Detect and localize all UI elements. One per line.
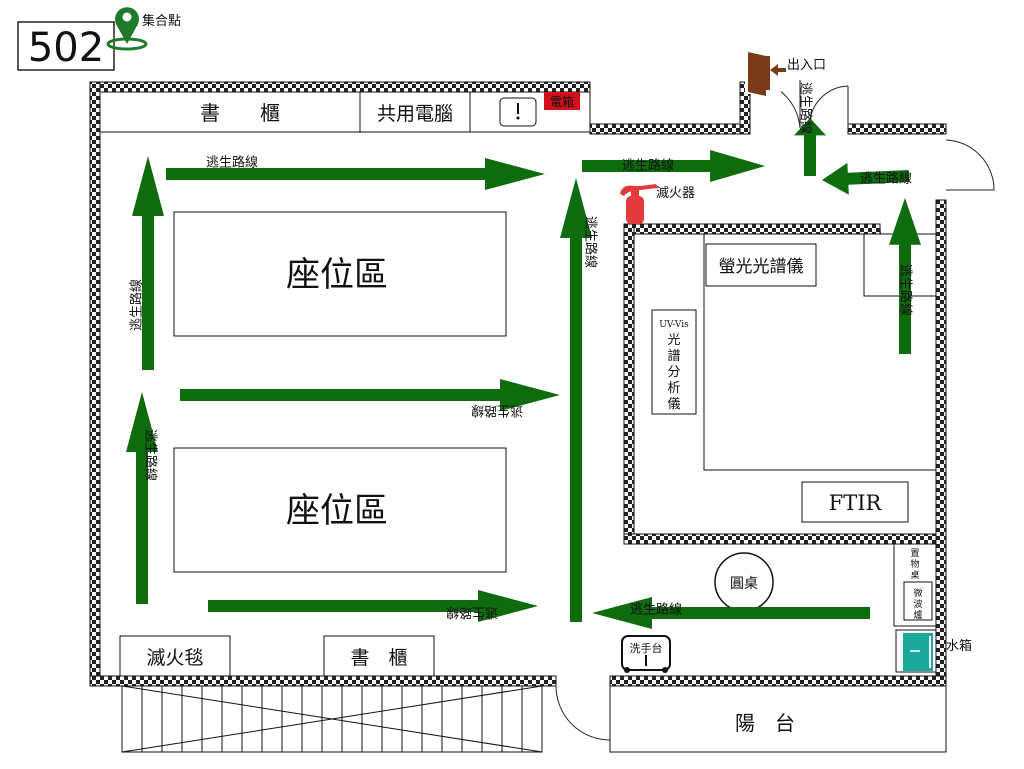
room-number: 502 (28, 25, 104, 71)
escape-arrow-2 (582, 150, 765, 182)
svg-text:螢光光譜儀: 螢光光譜儀 (719, 257, 804, 277)
fire-blanket: 滅火毯 (119, 635, 231, 677)
escape-arrow-6 (132, 156, 164, 370)
svg-text:陽 台: 陽 台 (735, 711, 795, 735)
svg-text:書 櫃: 書 櫃 (200, 101, 280, 125)
escape-route-label-9: 逃生路線 (446, 605, 498, 621)
escape-route-label-7: 逃生路線 (471, 403, 523, 419)
hatched-area (121, 685, 543, 753)
svg-text:滅火毯: 滅火毯 (146, 647, 203, 669)
escape-route-label-10: 逃生路線 (583, 216, 599, 268)
svg-text:座位區: 座位區 (286, 491, 388, 531)
room-number-badge: 502 (17, 21, 115, 71)
escape-route-label-6: 逃生路線 (129, 279, 145, 331)
escape-arrow-7 (180, 379, 560, 411)
svg-text:座位區: 座位區 (286, 255, 388, 295)
microwave: 微波爐 (903, 581, 933, 621)
power-box: 電箱 (544, 92, 580, 110)
escape-arrow-3 (822, 162, 910, 195)
svg-text:共用電腦: 共用電腦 (377, 103, 453, 125)
seating-area-1: 座位區 (173, 211, 507, 337)
water-tank-label: 水箱 (946, 638, 972, 654)
svg-text:書 櫃: 書 櫃 (350, 647, 407, 669)
escape-route-label-3: 逃生路線 (860, 171, 912, 187)
svg-text:圓桌: 圓桌 (730, 576, 758, 592)
round-table: 圓桌 (714, 552, 774, 612)
escape-arrow-8 (126, 392, 158, 604)
escape-route-label-1: 逃生路線 (206, 155, 258, 171)
ftir: FTIR (801, 481, 909, 523)
fire-extinguisher-label: 滅火器 (656, 186, 695, 201)
balcony: 陽 台 (609, 685, 947, 753)
svg-text:置物桌: 置物桌 (910, 548, 919, 581)
svg-text:光譜分析儀: 光譜分析儀 (667, 333, 680, 412)
escape-arrow-5 (889, 198, 921, 354)
fluorescence-spectrometer: 螢光光譜儀 (705, 243, 817, 287)
walls (89, 81, 947, 687)
escape-routes (126, 118, 921, 629)
escape-arrow-4 (794, 118, 826, 176)
escape-route-label-8: 逃生路線 (143, 429, 159, 481)
svg-text:FTIR: FTIR (829, 491, 883, 515)
escape-route-label-5: 逃生路線 (898, 264, 914, 316)
escape-route-label-4: 逃生路線 (798, 82, 814, 134)
assembly-point-pin-icon (106, 7, 148, 51)
escape-arrow-9 (208, 590, 538, 622)
bookcase-bottom: 書 櫃 (323, 635, 435, 677)
svg-text:UV-Vis: UV-Vis (659, 320, 689, 330)
bookcase-top: 書 櫃 (99, 91, 361, 133)
svg-text:電箱: 電箱 (550, 94, 574, 109)
seating-area-2: 座位區 (173, 447, 507, 573)
assembly-point-label: 集合點 (142, 13, 181, 29)
fire-extinguisher-icon (620, 184, 658, 224)
exit-door-icon (745, 50, 786, 96)
escape-route-label-11: 逃生路線 (630, 602, 682, 618)
svg-text:微波爐: 微波爐 (913, 587, 922, 621)
escape-arrow-10 (560, 178, 592, 622)
escape-arrow-1 (166, 158, 545, 190)
escape-route-label-2: 逃生路線 (622, 158, 674, 174)
water-tank (895, 629, 937, 673)
svg-text:洗手台: 洗手台 (630, 641, 663, 655)
exit-label: 出入口 (787, 58, 826, 73)
uvvis-spectrometer: UV-Vis 光譜分析儀 (651, 309, 697, 415)
sink-icon: 洗手台 (621, 635, 671, 673)
escape-route-labels: 逃生路線逃生路線逃生路線逃生路線逃生路線逃生路線逃生路線逃生路線逃生路線逃生路線… (129, 82, 914, 621)
escape-arrow-11 (592, 597, 870, 629)
shared-computer: 共用電腦 (359, 91, 471, 133)
